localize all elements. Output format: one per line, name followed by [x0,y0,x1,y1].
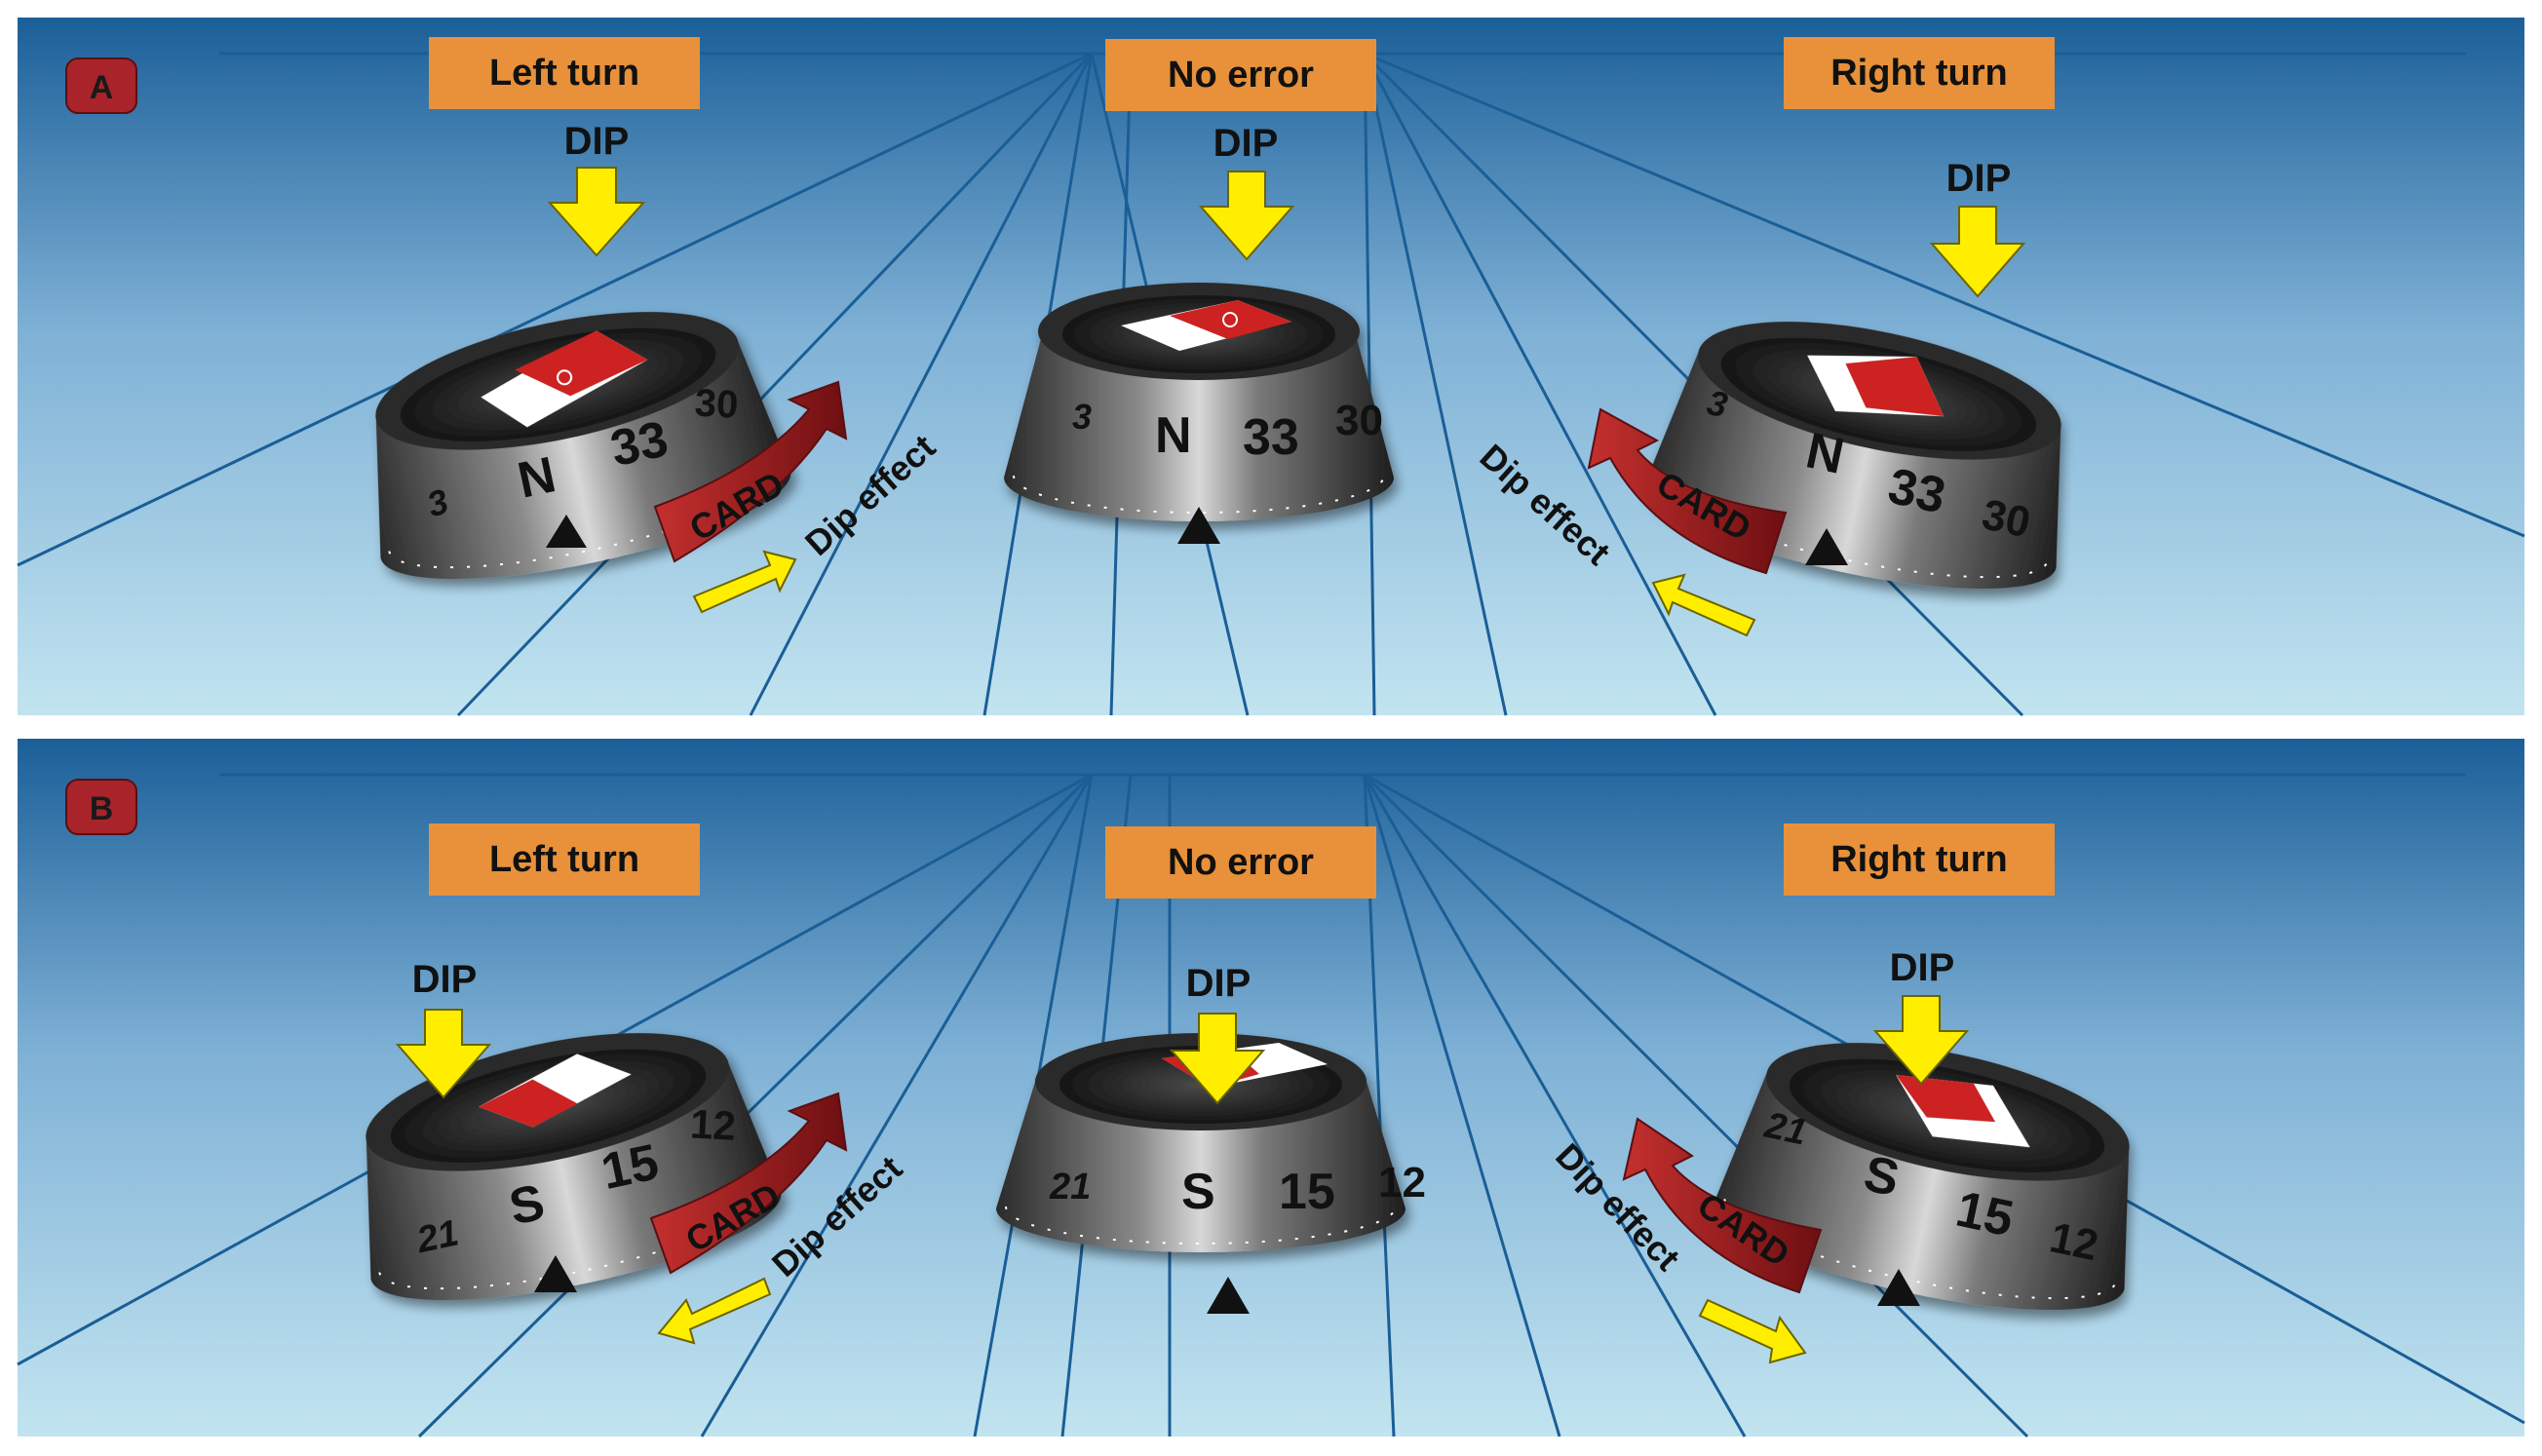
straight-arrow-icon [692,550,797,614]
svg-text:Right turn: Right turn [1830,839,2008,880]
curved-arrow-icon [653,380,848,563]
panel-a-badge: A [65,57,137,114]
curved-arrow-icon [649,1092,848,1275]
lubber-line-a-right [1805,528,1848,565]
curved-arrow-icon [1587,407,1788,575]
svg-text:21: 21 [412,1212,462,1261]
compass-b-left: 21 S 15 12 [366,1033,782,1301]
dip-a-right: DIP [1929,157,2026,298]
straight-arrow-icon [657,1277,772,1345]
svg-text:S: S [1181,1164,1215,1220]
dip-a-center: DIP [1198,122,1295,261]
svg-text:33: 33 [1243,409,1299,466]
panel-b: B Left turn No error Right turn 21 S [17,739,2525,1438]
svg-text:No error: No error [1168,55,1314,96]
svg-text:DIP: DIP [412,958,478,1001]
panel-a-badge-label: A [90,69,114,106]
dip-b-right: DIP [1872,946,1970,1086]
svg-text:33: 33 [1883,458,1950,525]
svg-text:Left turn: Left turn [489,53,639,94]
svg-text:21: 21 [1760,1105,1810,1154]
lubber-line-b-left [534,1255,577,1292]
svg-text:DIP: DIP [1946,157,2012,200]
svg-text:DIP: DIP [564,120,630,163]
dip-arrow-icon [1929,206,2026,298]
compass-tick-30: 30 [694,381,740,426]
svg-text:Left turn: Left turn [489,839,639,880]
svg-text:Right turn: Right turn [1830,53,2008,94]
svg-text:3: 3 [1072,397,1092,437]
compass-tick-33: 33 [606,410,674,478]
svg-text:30: 30 [1978,490,2034,547]
dip-b-left: DIP [395,958,492,1099]
label-right-turn-b: Right turn [1784,824,2055,896]
compass-b-right: 21 S 15 12 [1714,1043,2130,1311]
panel-b-badge-label: B [90,790,114,827]
svg-text:DIP: DIP [1213,122,1279,165]
svg-text:30: 30 [1335,397,1383,444]
lubber-line-a-left [546,515,587,548]
compass-a-center: 3 N 33 30 [1004,283,1394,521]
panel-b-badge: B [65,779,137,835]
svg-text:15: 15 [1951,1181,2019,1248]
dip-arrow-icon [395,1009,492,1099]
label-no-error-a: No error [1105,39,1376,111]
svg-text:DIP: DIP [1186,962,1252,1005]
svg-text:12: 12 [2046,1213,2102,1270]
dip-arrow-icon [547,167,646,257]
dip-b-center: DIP [1169,962,1266,1105]
straight-arrow-icon [1651,573,1756,637]
lubber-line-b-center [1207,1277,1250,1314]
label-left-turn-b: Left turn [429,824,700,896]
label-right-turn-a: Right turn [1784,37,2055,109]
label-no-error-b: No error [1105,826,1376,899]
svg-text:DIP: DIP [1890,946,1955,989]
lubber-line-b-right [1877,1269,1920,1306]
svg-text:12: 12 [689,1100,737,1148]
straight-arrow-icon [1698,1298,1807,1364]
svg-text:No error: No error [1168,842,1314,883]
curved-arrow-icon [1622,1117,1823,1294]
svg-text:12: 12 [1378,1159,1426,1207]
svg-text:N: N [1155,407,1192,464]
svg-text:15: 15 [597,1133,664,1201]
dip-arrow-icon [1169,1013,1266,1105]
lubber-line-a-center [1177,507,1220,544]
svg-text:15: 15 [1279,1164,1335,1220]
panel-a: A Left turn No error Right turn 3 [17,18,2525,717]
dip-a-left: DIP [547,120,646,257]
dip-arrow-icon [1198,171,1295,261]
label-left-turn-a: Left turn [429,37,700,109]
dip-arrow-icon [1872,995,1970,1086]
svg-text:21: 21 [1049,1167,1091,1207]
